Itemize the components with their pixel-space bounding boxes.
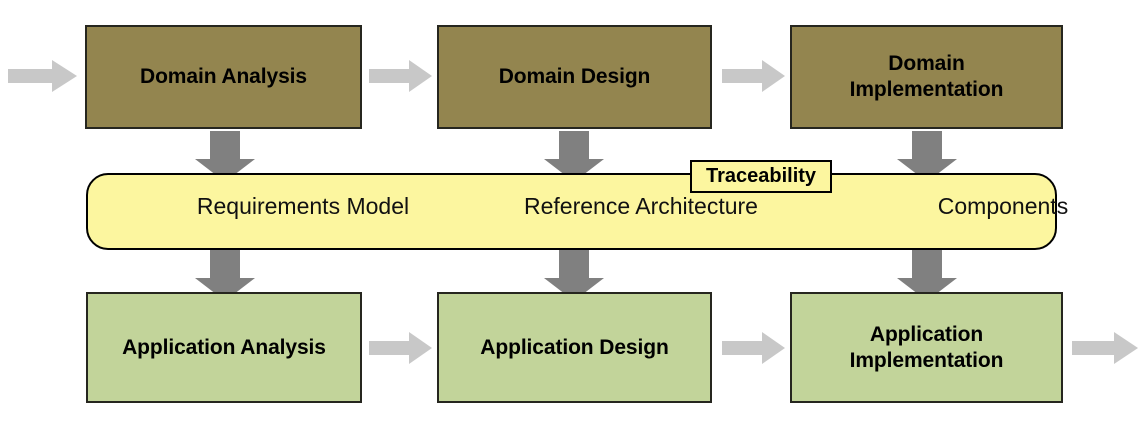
application-analysis-to-design-arrow bbox=[369, 330, 433, 371]
domain-implementation-label: Domain Implementation bbox=[850, 51, 1004, 102]
application-analysis-box[interactable]: Application Analysis bbox=[86, 292, 362, 403]
application-implementation-label-line2: Implementation bbox=[849, 348, 1004, 372]
components-artifact: Components bbox=[937, 193, 1069, 219]
repository-to-application-analysis-arrow bbox=[194, 250, 256, 307]
reference-architecture-artifact: Reference Architecture bbox=[524, 193, 758, 219]
core-assets-repository[interactable]: Requirements Model Reference Architectur… bbox=[86, 173, 1068, 250]
domain-analysis-label: Domain Analysis bbox=[140, 65, 307, 89]
domain-design-box[interactable]: Domain Design bbox=[437, 25, 712, 129]
domain-implementation-label-line2: Implementation bbox=[849, 78, 1004, 101]
application-design-label: Application Design bbox=[480, 335, 669, 359]
repository-to-application-implementation-arrow bbox=[896, 250, 958, 307]
domain-design-to-implementation-arrow bbox=[722, 58, 786, 99]
traceability-badge-label: Traceability bbox=[705, 165, 817, 187]
application-implementation-label-line1: Application bbox=[869, 322, 984, 346]
application-implementation-box[interactable]: Application Implementation bbox=[790, 292, 1063, 403]
domain-analysis-to-design-arrow bbox=[369, 58, 433, 99]
domain-analysis-box[interactable]: Domain Analysis bbox=[85, 25, 362, 129]
repository-to-application-design-arrow bbox=[543, 250, 605, 307]
application-output-arrow bbox=[1072, 330, 1140, 371]
domain-implementation-label-line1: Domain bbox=[888, 52, 965, 76]
domain-design-label: Domain Design bbox=[498, 65, 651, 89]
domain-implementation-to-repository-arrow bbox=[896, 131, 958, 188]
domain-analysis-to-repository-arrow bbox=[194, 131, 256, 188]
application-design-box[interactable]: Application Design bbox=[437, 292, 712, 403]
application-design-to-implementation-arrow bbox=[722, 330, 786, 371]
domain-design-to-repository-arrow bbox=[543, 131, 605, 188]
domain-input-arrow bbox=[8, 58, 78, 99]
domain-implementation-box[interactable]: Domain Implementation bbox=[790, 25, 1063, 129]
requirements-model-artifact: Requirements Model bbox=[196, 193, 410, 219]
traceability-badge[interactable]: Traceability bbox=[690, 160, 832, 193]
application-analysis-label: Application Analysis bbox=[122, 335, 326, 359]
application-implementation-label: Application Implementation bbox=[850, 322, 1004, 373]
